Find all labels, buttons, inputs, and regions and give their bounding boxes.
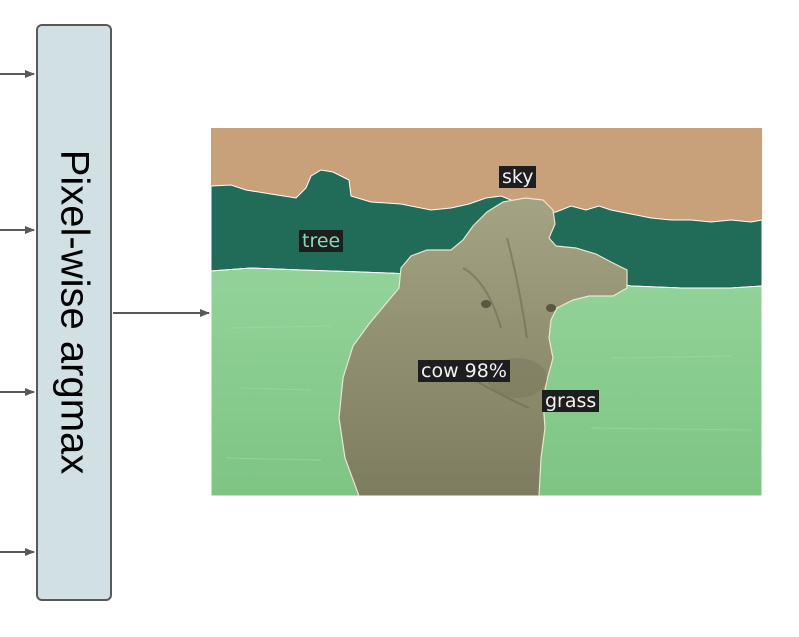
label-sky: sky — [499, 166, 537, 188]
segmentation-image: sky tree cow 98% grass — [211, 128, 762, 496]
label-grass: grass — [542, 390, 600, 412]
grass-texture — [225, 325, 752, 461]
segmentation-map — [211, 128, 762, 496]
label-tree: tree — [299, 230, 344, 252]
argmax-module-box — [36, 24, 112, 601]
label-cow: cow 98% — [418, 360, 510, 382]
cow-eye-right — [546, 304, 556, 312]
cow-region — [338, 197, 628, 496]
argmax-module-label: Pixel-wise argmax — [52, 149, 97, 475]
cow-eye-left — [481, 300, 491, 308]
